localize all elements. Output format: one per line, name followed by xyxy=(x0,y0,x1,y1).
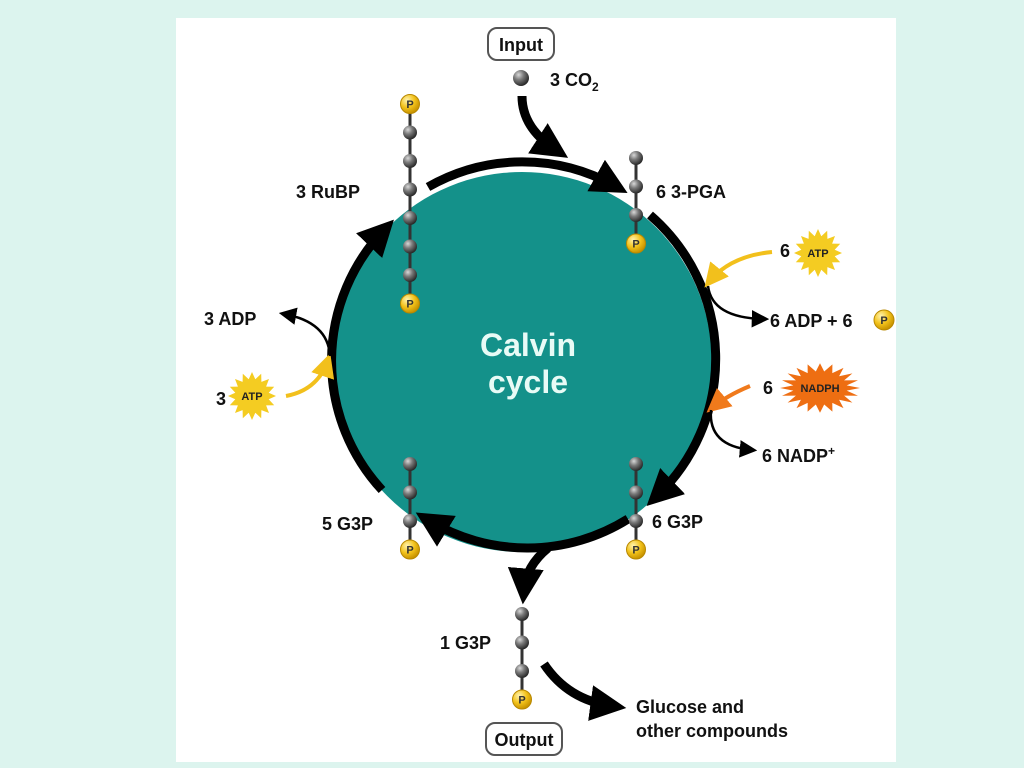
carbon-atom xyxy=(515,664,529,678)
adp6-label: 6 ADP + 6 xyxy=(770,311,853,331)
phosphate-label: P xyxy=(406,299,413,311)
cycle-title-line2: cycle xyxy=(488,364,568,400)
cycle-disk xyxy=(332,172,712,552)
carbon-atom xyxy=(403,514,417,528)
carbon-atom xyxy=(403,211,417,225)
input-box xyxy=(487,27,555,61)
svg-text:NADPH: NADPH xyxy=(800,383,839,395)
carbon-atom xyxy=(629,485,643,500)
arrow-co2-input xyxy=(517,95,569,158)
phosphate-label: P xyxy=(406,545,413,557)
arrow-adp6-out xyxy=(706,285,770,328)
arrow-pga-to-g3p xyxy=(646,211,721,506)
co2-molecule xyxy=(513,70,529,86)
phosphate-group xyxy=(626,539,646,560)
carbon-atom xyxy=(403,485,417,500)
carbon-atom xyxy=(403,154,417,168)
carbon-atom xyxy=(629,179,643,194)
phosphate-label: P xyxy=(406,99,413,111)
arrow-to-glucose xyxy=(540,661,627,721)
phosphate-group xyxy=(400,539,420,560)
phosphate-group xyxy=(400,94,420,114)
phosphate-group xyxy=(626,233,646,254)
arrow-adp3-out xyxy=(278,307,332,357)
g3p1-label: 1 G3P xyxy=(440,633,491,653)
carbon-atom xyxy=(403,268,417,282)
g3p6-label: 6 G3P xyxy=(652,512,703,532)
g3p5-molecule: P xyxy=(400,457,420,560)
carbon-atom xyxy=(629,457,643,471)
carbon-atom xyxy=(629,514,643,528)
atp-chip-right: ATP xyxy=(794,229,842,277)
arrow-atp3-in xyxy=(285,353,335,398)
adp3-label: 3 ADP xyxy=(204,309,256,329)
input-box-label: Input xyxy=(499,35,543,55)
g3p1-molecule: P xyxy=(512,607,532,710)
arrow-g3p-output xyxy=(507,544,551,605)
rubp-label: 3 RuBP xyxy=(296,182,360,202)
glucose-label-line2: other compounds xyxy=(636,721,788,741)
arrow-nadp-out xyxy=(709,409,758,458)
nadph-chip: NADPH xyxy=(780,363,860,413)
output-box-label: Output xyxy=(495,730,554,750)
rubp-molecule: PP xyxy=(400,94,420,314)
carbon-atom xyxy=(515,607,529,621)
carbon-atom xyxy=(629,208,643,222)
cycle-title-line1: Calvin xyxy=(480,327,576,363)
nadp-label: 6 NADP+ xyxy=(762,444,835,466)
pga-label: 6 3-PGA xyxy=(656,182,726,202)
phosphate-group xyxy=(400,293,420,314)
carbon-atom xyxy=(515,635,529,650)
nadph-coefficient: 6 xyxy=(763,378,773,398)
g3p6-molecule: P xyxy=(626,457,646,560)
carbon-atom xyxy=(403,182,417,197)
atp6-coefficient: 6 xyxy=(780,241,790,261)
co2-label: 3 CO2 xyxy=(550,70,599,94)
pga-molecule: P xyxy=(626,151,646,254)
phosphate-chip: P xyxy=(873,309,895,331)
arrow-atp6-in xyxy=(704,250,773,288)
atp-chip-left: ATP xyxy=(228,372,276,420)
svg-text:ATP: ATP xyxy=(807,248,828,260)
g3p5-label: 5 G3P xyxy=(322,514,373,534)
phosphate-label: P xyxy=(632,545,639,557)
svg-text:P: P xyxy=(880,315,887,327)
carbon-atom xyxy=(403,239,417,254)
carbon-atom xyxy=(403,457,417,471)
atp3-coefficient: 3 xyxy=(216,389,226,409)
svg-text:ATP: ATP xyxy=(241,391,262,403)
carbon-atom xyxy=(403,125,417,140)
carbon-atom xyxy=(629,151,643,165)
phosphate-label: P xyxy=(518,695,525,707)
output-box xyxy=(485,722,563,756)
phosphate-group xyxy=(512,689,532,710)
phosphate-label: P xyxy=(632,239,639,251)
arrow-g3p-to-g3p5 xyxy=(415,512,631,553)
arrow-nadph-in xyxy=(706,384,751,413)
glucose-label-line1: Glucose and xyxy=(636,697,744,717)
arrow-rubp-to-pga xyxy=(425,157,628,194)
